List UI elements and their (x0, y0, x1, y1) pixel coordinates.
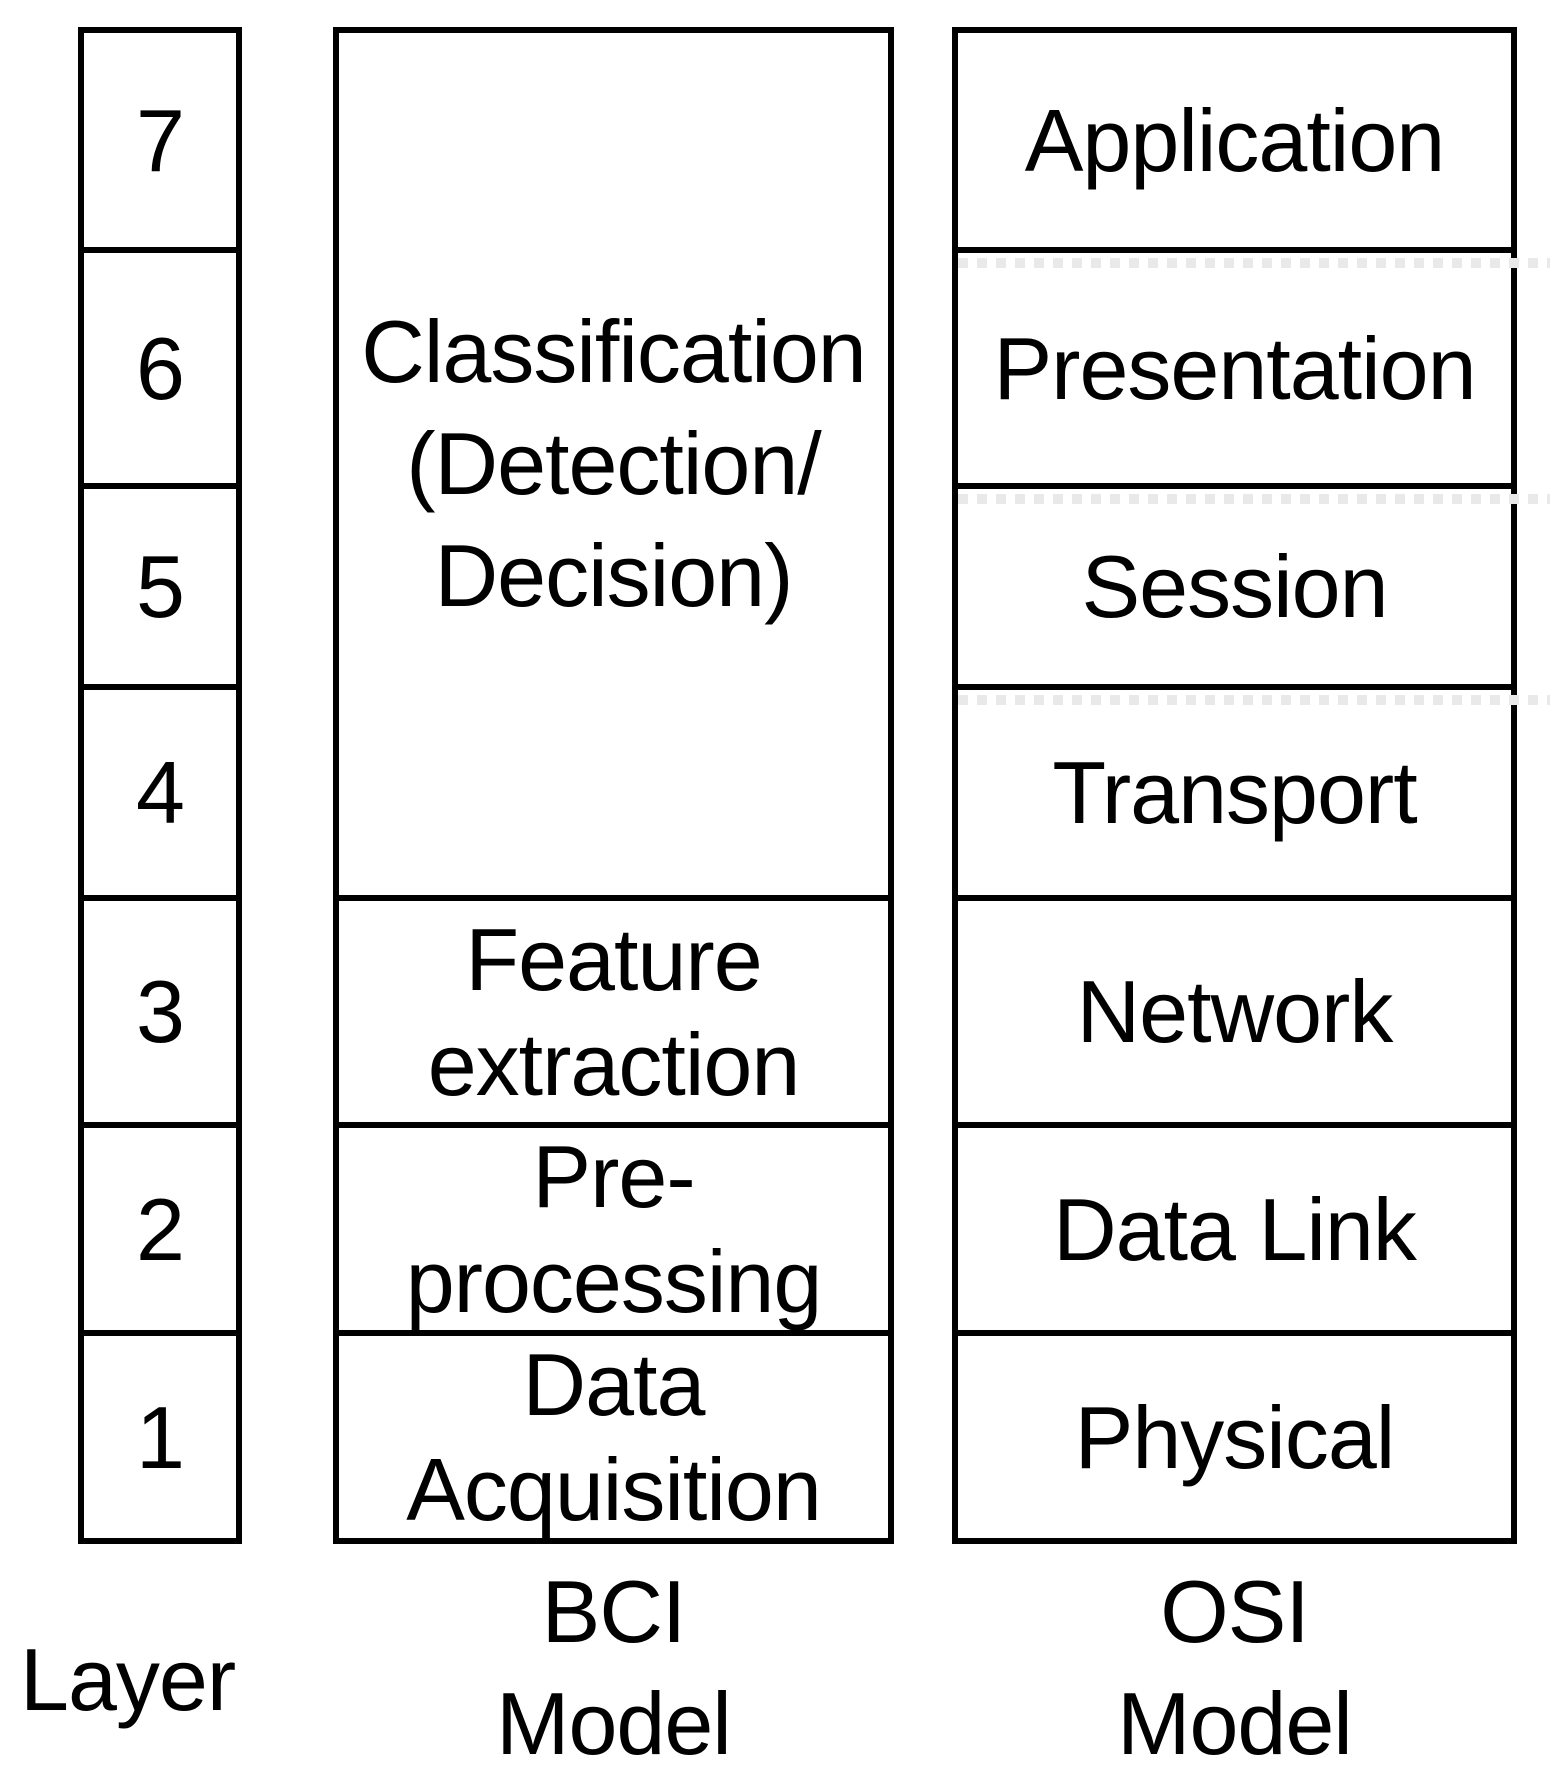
bci-box-data-acquisition-label: Data Acquisition (406, 1332, 822, 1542)
bci-model-column: Classification (Detection/ Decision) Fea… (333, 27, 894, 1544)
osi-box-physical: Physical (958, 1330, 1511, 1538)
layer-column-caption: Layer (20, 1630, 236, 1729)
layer-number: 3 (136, 962, 185, 1061)
osi-box-transport: Transport (958, 684, 1511, 895)
layer-number-column: 7 6 5 4 3 2 1 (78, 27, 242, 1544)
bci-classification-line-3: Decision) (434, 526, 794, 625)
osi-model-column: Application Presentation Session Transpo… (952, 27, 1517, 1544)
bci-data-acquisition-line-2: Acquisition (406, 1440, 822, 1539)
layer-number: 2 (136, 1179, 185, 1279)
osi-box-session: Session (958, 483, 1511, 684)
osi-caption-line-1: OSI (1160, 1562, 1310, 1661)
layer-cell-6: 6 (84, 247, 236, 483)
bci-box-data-acquisition: Data Acquisition (339, 1330, 888, 1539)
dashed-divider-line-1 (958, 258, 1550, 268)
bci-box-classification: Classification (Detection/ Decision) (339, 33, 888, 895)
bci-feature-line-2: extraction (427, 1014, 801, 1114)
osi-layer-label: Physical (1074, 1387, 1396, 1487)
osi-box-presentation: Presentation (958, 247, 1511, 483)
layer-number: 4 (136, 743, 185, 842)
bci-box-feature-extraction: Feature extraction (339, 895, 888, 1122)
layer-cell-5: 5 (84, 483, 236, 684)
bci-box-pre-processing-label: Pre- processing (405, 1124, 823, 1334)
bci-caption-line-1: BCI (541, 1562, 687, 1661)
osi-layer-label: Transport (1052, 743, 1417, 842)
bci-data-acquisition-line-1: Data (522, 1335, 706, 1434)
dashed-divider-line-2 (958, 494, 1550, 504)
layer-number: 1 (136, 1387, 185, 1487)
bci-preprocessing-line-1: Pre- (532, 1127, 695, 1226)
osi-box-data-link: Data Link (958, 1122, 1511, 1330)
layer-cell-7: 7 (84, 33, 236, 247)
bci-preprocessing-line-2: processing (405, 1232, 823, 1331)
osi-caption-line-2: Model (1117, 1674, 1353, 1772)
layer-cell-3: 3 (84, 895, 236, 1122)
bci-box-classification-label: Classification (Detection/ Decision) (361, 296, 866, 632)
layer-number: 7 (136, 90, 185, 190)
osi-model-caption: OSI Model (952, 1556, 1517, 1772)
osi-layer-label: Data Link (1053, 1179, 1417, 1279)
layer-cell-1: 1 (84, 1330, 236, 1538)
osi-layer-label: Network (1076, 962, 1394, 1061)
layer-number: 5 (136, 537, 185, 636)
bci-model-caption: BCI Model (333, 1556, 894, 1772)
bci-box-feature-extraction-label: Feature extraction (427, 907, 801, 1117)
osi-layer-label: Session (1081, 537, 1388, 636)
osi-box-application: Application (958, 33, 1511, 247)
bci-box-pre-processing: Pre- processing (339, 1122, 888, 1331)
bci-feature-line-1: Feature (465, 909, 762, 1009)
bci-classification-line-1: Classification (361, 302, 866, 401)
layer-cell-2: 2 (84, 1122, 236, 1330)
layer-number: 6 (136, 318, 185, 418)
layer-cell-4: 4 (84, 684, 236, 895)
bci-caption-line-2: Model (496, 1674, 732, 1772)
bci-classification-line-2: (Detection/ (406, 414, 822, 513)
osi-box-network: Network (958, 895, 1511, 1122)
osi-layer-label: Application (1024, 90, 1446, 190)
osi-layer-label: Presentation (993, 318, 1476, 418)
dashed-divider-line-3 (958, 695, 1550, 705)
